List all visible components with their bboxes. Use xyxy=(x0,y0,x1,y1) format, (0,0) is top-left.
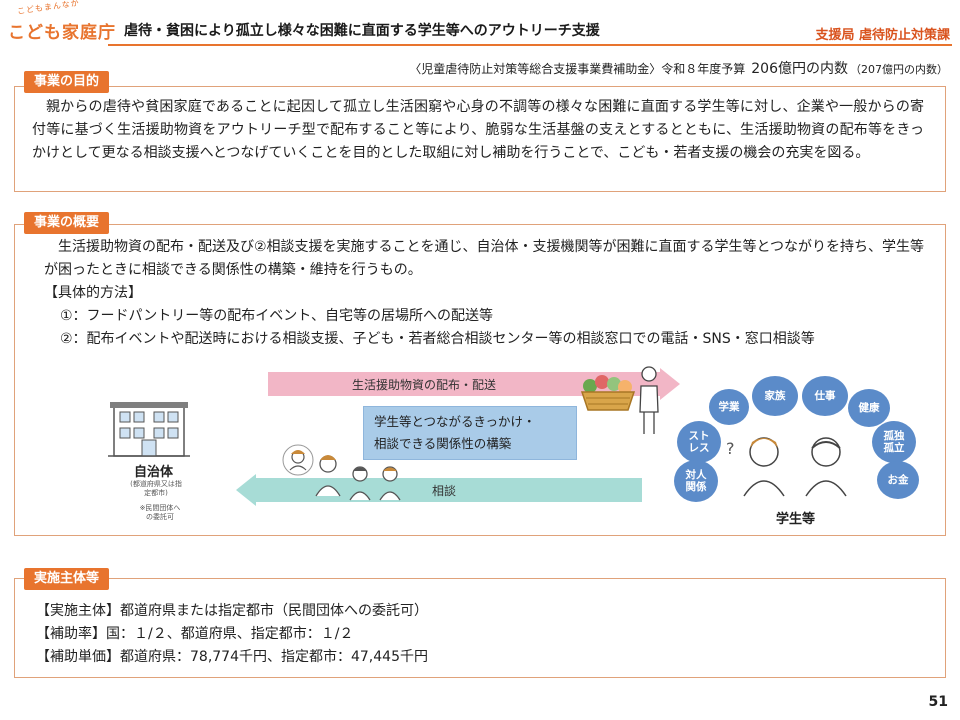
method-item-1: ①：フードパントリー等の配布イベント、自宅等の居場所への配送等 xyxy=(60,308,493,324)
students-label: 学生等 xyxy=(776,512,816,527)
page-number: 51 xyxy=(928,694,948,710)
bubble-money: お金 xyxy=(877,461,919,499)
relationship-box-line1: 学生等とつながるきっかけ・ xyxy=(374,414,536,429)
relationship-box-line2: 相談できる関係性の構築 xyxy=(374,436,512,451)
bubble-relationship: 対人 関係 xyxy=(674,460,718,502)
government-note: ※民間団体への委託可 xyxy=(139,504,181,521)
implementation-entity: 【実施主体】都道府県または指定都市（民間団体への委託可） xyxy=(36,603,428,619)
overview-text: 生活援助物資の配布・配送及び②相談支援を実施することを通じ、自治体・支援機関等が… xyxy=(44,239,924,278)
purpose-section xyxy=(14,86,946,192)
budget-source: 〈児童虐待防止対策等総合支援事業費補助金〉令和８年度予算 xyxy=(409,62,746,76)
svg-text:?: ? xyxy=(726,439,735,458)
method-item-2: ②：配布イベントや配送時における相談支援、子ども・若者総合相談センター等の相談窓… xyxy=(60,331,815,347)
unit-price: 【補助単価】都道府県：78,774千円、指定都市：47,445千円 xyxy=(36,649,428,665)
overview-text-block: 生活援助物資の配布・配送及び②相談支援を実施することを通じ、自治体・支援機関等が… xyxy=(44,236,934,351)
bubble-stress: スト レス xyxy=(677,421,721,463)
page-title: 虐待・貧困により孤立し様々な困難に直面する学生等へのアウトリーチ支援 xyxy=(124,23,600,39)
bubble-family: 家族 xyxy=(752,376,798,416)
bubble-isolation: 孤独 孤立 xyxy=(872,421,916,463)
title-bar: 虐待・貧困により孤立し様々な困難に直面する学生等へのアウトリーチ支援 支援局 虐… xyxy=(108,12,952,46)
logo-tagline: こどもまんなか xyxy=(16,0,81,17)
bubble-study: 学業 xyxy=(709,389,749,425)
consultation-people-icon xyxy=(282,444,401,501)
implementation-section xyxy=(14,578,946,678)
implementation-label: 実施主体等 xyxy=(24,568,110,590)
students-icon: ? xyxy=(726,437,847,497)
department-name: 支援局 虐待防止対策課 xyxy=(815,28,950,43)
distribution-arrow-label: 生活援助物資の配布・配送 xyxy=(352,378,497,392)
food-basket-icon xyxy=(580,375,636,411)
government-building-icon xyxy=(108,402,190,457)
implementation-text: 【実施主体】都道府県または指定都市（民間団体への委託可） 【補助率】国：１/２、… xyxy=(36,600,428,669)
purpose-text: 親からの虐待や貧困家庭であることに起因して孤立し生活困窮や心身の不調等の様々な困… xyxy=(32,99,924,161)
consultation-arrow xyxy=(236,474,642,506)
budget-line: 〈児童虐待防止対策等総合支援事業費補助金〉令和８年度予算 206億円の内数（207… xyxy=(409,58,948,78)
distribution-arrow xyxy=(268,368,680,400)
relationship-box: 学生等とつながるきっかけ・ 相談できる関係性の構築 xyxy=(363,406,577,460)
subsidy-rate: 【補助率】国：１/２、都道府県、指定都市：１/２ xyxy=(36,626,354,642)
logo-name: こども家庭庁 xyxy=(8,23,116,43)
government-name: 自治体 xyxy=(134,465,174,480)
budget-previous: （207億円の内数） xyxy=(850,63,948,76)
staff-person-icon xyxy=(639,366,659,434)
budget-amount: 206億円の内数 xyxy=(751,61,848,77)
methods-heading: 【具体的方法】 xyxy=(44,285,142,301)
purpose-label: 事業の目的 xyxy=(24,71,110,93)
consultation-arrow-label: 相談 xyxy=(432,484,457,498)
kodomo-katei-cho-logo: こどもまんなか こども家庭庁 xyxy=(4,0,115,43)
bubble-health: 健康 xyxy=(848,389,890,427)
overview-label: 事業の概要 xyxy=(24,212,110,234)
government-sub: (都道府県又は指定都市) xyxy=(130,480,182,497)
bubble-work: 仕事 xyxy=(802,376,848,416)
